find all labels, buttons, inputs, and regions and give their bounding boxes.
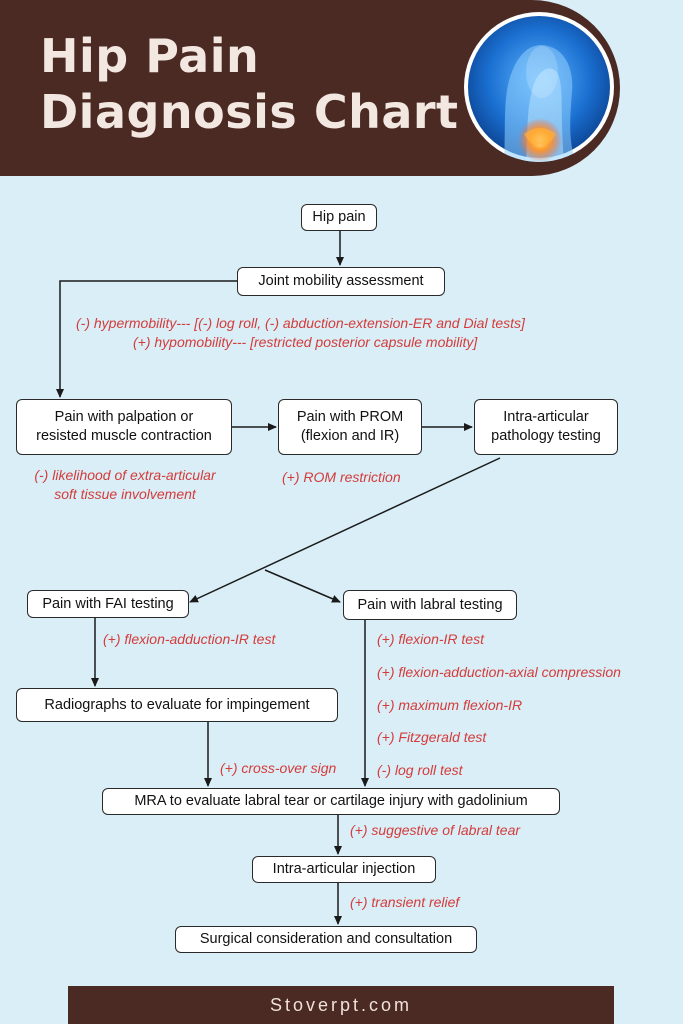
note-labral-test-2: (+) flexion-adduction-axial compression	[377, 664, 621, 680]
node-radiographs: Radiographs to evaluate for impingement	[16, 688, 338, 722]
hip-anatomy-icon	[468, 16, 610, 162]
note-likelihood-line-2: soft tissue involvement	[54, 486, 196, 502]
note-labral-test-1: (+) flexion-IR test	[377, 631, 484, 647]
node-intra-articular-pathology: Intra-articular pathology testing	[474, 399, 618, 455]
node-mra-label: MRA to evaluate labral tear or cartilage…	[134, 793, 528, 809]
node-prom-line-1: Pain with PROM	[296, 409, 404, 425]
footer-site-banner: Stoverpt.com	[68, 986, 614, 1024]
note-labral-test-5: (-) log roll test	[377, 762, 463, 778]
note-cross-over-sign: (+) cross-over sign	[220, 760, 337, 776]
node-intra-articular-injection: Intra-articular injection	[252, 856, 436, 883]
node-intra-line-2: pathology testing	[491, 428, 601, 444]
note-hypomobility: (+) hypomobility--- [restricted posterio…	[133, 334, 478, 350]
note-likelihood-line-1: (-) likelihood of extra-articular	[34, 467, 216, 483]
node-intra-line-1: Intra-articular	[503, 409, 589, 425]
node-surgical-consideration: Surgical consideration and consultation	[175, 926, 477, 953]
note-labral-tear: (+) suggestive of labral tear	[350, 822, 521, 838]
node-surgical-label: Surgical consideration and consultation	[199, 931, 453, 947]
node-fai-label: Pain with FAI testing	[42, 595, 174, 612]
node-injection-label: Intra-articular injection	[272, 861, 416, 877]
arrow-mobility-to-palpation	[56, 280, 237, 398]
node-pain-with-palpation: Pain with palpation or resisted muscle c…	[16, 399, 232, 455]
arrow-intra-to-fai	[189, 457, 501, 603]
node-palpation-line-1: Pain with palpation or	[54, 409, 194, 425]
note-transient-relief: (+) transient relief	[350, 894, 460, 910]
note-rom-restriction: (+) ROM restriction	[282, 469, 401, 485]
node-labral-label: Pain with labral testing	[357, 596, 503, 613]
flowchart-connectors	[56, 230, 501, 925]
node-radiographs-label: Radiographs to evaluate for impingement	[44, 696, 310, 713]
node-joint-mobility-label: Joint mobility assessment	[258, 273, 424, 289]
title-line-2: Diagnosis Chart	[40, 85, 459, 139]
node-hip-pain-label: Hip pain	[312, 209, 366, 225]
footer-site-text: Stoverpt.com	[269, 994, 413, 1015]
arrow-split-to-labral	[264, 569, 341, 603]
note-fai-test: (+) flexion-adduction-IR test	[103, 631, 276, 647]
node-joint-mobility-assessment: Joint mobility assessment	[237, 267, 445, 296]
node-palpation-line-2: resisted muscle contraction	[36, 428, 212, 444]
node-prom-line-2: (flexion and IR)	[300, 428, 400, 444]
node-hip-pain: Hip pain	[301, 204, 377, 231]
title-line-1: Hip Pain	[40, 29, 260, 83]
node-pain-with-fai-testing: Pain with FAI testing	[27, 590, 189, 618]
note-labral-test-3: (+) maximum flexion-IR	[377, 697, 523, 713]
node-pain-with-labral-testing: Pain with labral testing	[343, 590, 517, 620]
flowchart: Hip pain Joint mobility assessment Pain …	[0, 176, 683, 986]
note-hypermobility: (-) hypermobility--- [(-) log roll, (-) …	[76, 315, 525, 331]
note-extra-articular-likelihood: (-) likelihood of extra-articular soft t…	[12, 466, 238, 504]
node-pain-with-prom: Pain with PROM (flexion and IR)	[278, 399, 422, 455]
node-mra: MRA to evaluate labral tear or cartilage…	[102, 788, 560, 815]
hip-anatomy-illustration	[464, 12, 614, 162]
header-banner: Hip Pain Diagnosis Chart	[0, 0, 620, 176]
page-title: Hip Pain Diagnosis Chart	[40, 28, 460, 140]
note-labral-test-4: (+) Fitzgerald test	[377, 729, 487, 745]
